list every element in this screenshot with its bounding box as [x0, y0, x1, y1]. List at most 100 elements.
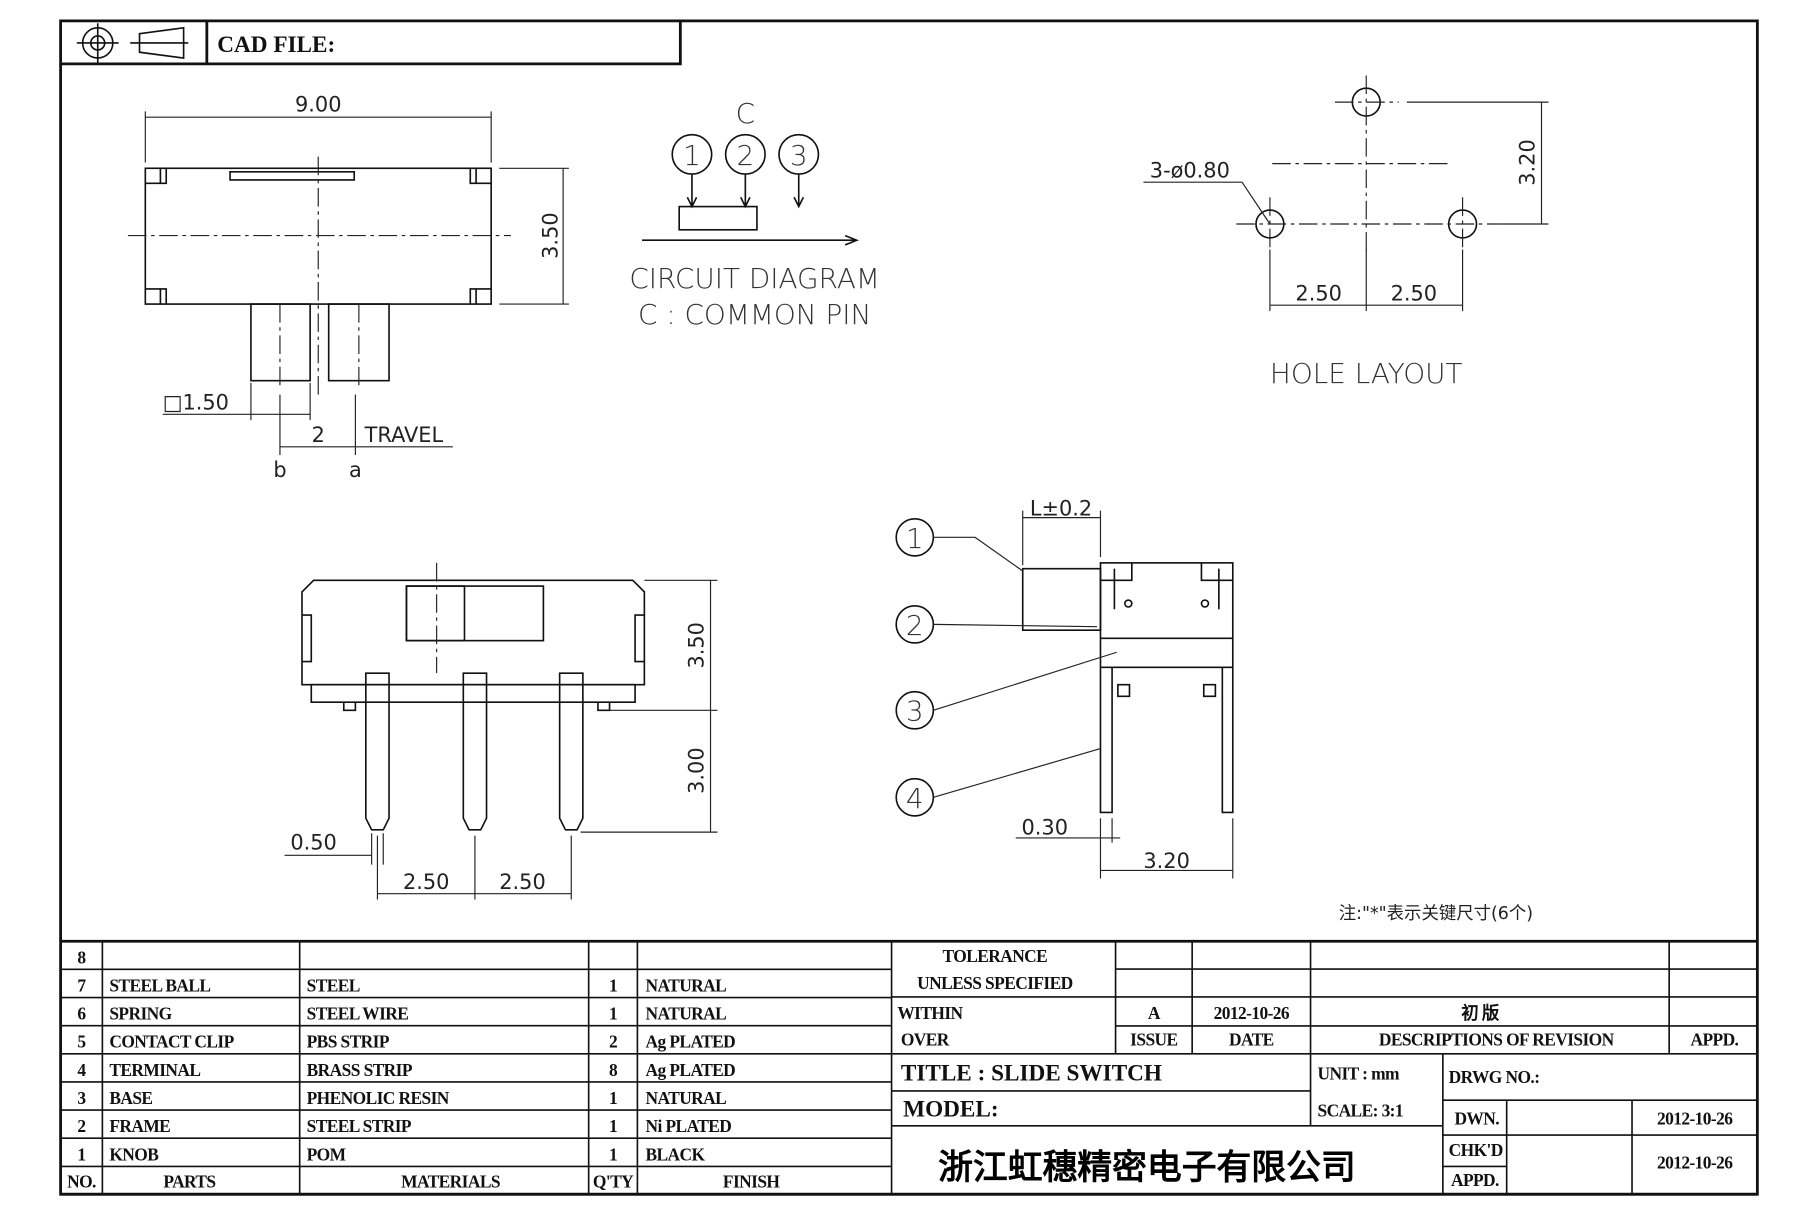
hdr-parts: PARTS [163, 1171, 215, 1191]
body-height-dim: 3.50 [685, 622, 709, 668]
hole-height-dim: 3.20 [1516, 139, 1540, 185]
hdr-qty: Q'TY [593, 1171, 634, 1191]
bom-part-cell: STEEL BALL [109, 975, 210, 995]
pin-thickness-dim: 0.30 [1022, 815, 1068, 839]
unit-label: UNIT : mm [1318, 1063, 1401, 1083]
drawn-label: DWN. [1454, 1109, 1499, 1129]
width-dim: 9.00 [295, 92, 341, 116]
bom-qty-cell: 1 [609, 1144, 617, 1164]
bom-no-cell: 5 [77, 1032, 86, 1052]
hdr-finish: FINISH [723, 1171, 780, 1191]
appd-header: APPD. [1691, 1030, 1739, 1050]
cad-file-label: CAD FILE: [217, 32, 335, 58]
hdr-no: NO. [67, 1171, 96, 1191]
pitch-right-dim: 2.50 [499, 870, 545, 894]
header: CAD FILE: [60, 20, 682, 66]
bom-qty-cell: 1 [609, 1116, 617, 1136]
common-label: C [736, 97, 755, 130]
bom-part-cell: CONTACT CLIP [109, 1032, 234, 1052]
pin-width-dim: 0.50 [290, 831, 336, 855]
bom-no-cell: 1 [77, 1144, 85, 1164]
callout-2: 2 [906, 609, 924, 642]
pin-dim: □1.50 [163, 391, 229, 415]
bom-no-cell: 6 [77, 1004, 86, 1024]
bom-part-cell: KNOB [109, 1144, 159, 1164]
within-label: WITHIN [897, 1003, 963, 1023]
key-dimension-note: 注:"*"表示关键尺寸(6个) [1339, 904, 1533, 924]
knob-length-dim: L±0.2 [1030, 496, 1092, 520]
revision-description: 初 版 [1461, 1003, 1500, 1023]
pin-2: 2 [736, 139, 754, 172]
bom-material-cell: STEEL [307, 975, 360, 995]
checked-date: 2012-10-26 [1657, 1153, 1733, 1173]
bom-part-cell: TERMINAL [109, 1060, 200, 1080]
bom-part-cell: BASE [109, 1088, 152, 1108]
company-name: 浙江虹穗精密电子有限公司 [938, 1147, 1356, 1188]
drawing-title: TITLE : SLIDE SWITCH [901, 1060, 1162, 1086]
issue-date: 2012-10-26 [1214, 1003, 1290, 1023]
hole-dim: 3-ø0.80 [1150, 159, 1230, 183]
bom-material-cell: BRASS STRIP [307, 1060, 413, 1080]
pitch-left-dim: 2.50 [403, 870, 449, 894]
bom-qty-cell: 8 [609, 1060, 618, 1080]
hole-layout-title: HOLE LAYOUT [1270, 357, 1463, 390]
top-view: 9.00 3.50 □1.50 2 TRAVEL b a [127, 92, 569, 482]
bom-qty-cell: 1 [609, 975, 617, 995]
revision-header: DESCRIPTIONS OF REVISION [1379, 1030, 1615, 1050]
checked-label: CHK'D [1449, 1140, 1503, 1160]
travel-label: TRAVEL [364, 423, 444, 447]
issue-value: A [1148, 1003, 1161, 1023]
bom-no-cell: 8 [77, 947, 86, 967]
bom-finish-cell: NATURAL [646, 975, 727, 995]
bom-material-cell: STEEL STRIP [307, 1116, 412, 1136]
callout-3: 3 [906, 695, 924, 728]
bom-no-cell: 2 [77, 1116, 85, 1136]
approved-label: APPD. [1451, 1170, 1499, 1190]
bom-finish-cell: NATURAL [646, 1004, 727, 1024]
pin-3: 3 [790, 139, 808, 172]
bom-qty-cell: 2 [609, 1032, 617, 1052]
position-b: b [273, 458, 286, 482]
bom-qty-cell: 1 [609, 1088, 617, 1108]
over-label: OVER [901, 1030, 950, 1050]
side-view: 1 2 3 4 L±0.2 0.30 3.20 [895, 496, 1234, 879]
bom-finish-cell: BLACK [646, 1144, 706, 1164]
circuit-subtitle: C : COMMON PIN [638, 298, 871, 331]
pin-length-dim: 3.00 [685, 747, 709, 793]
bom-qty-cell: 1 [609, 1004, 617, 1024]
bom-part-cell: SPRING [109, 1004, 172, 1024]
callout-4: 4 [906, 782, 924, 815]
drawing-number-label: DRWG NO.: [1449, 1067, 1540, 1087]
title-block: TOLERANCE UNLESS SPECIFIED WITHIN OVER A… [891, 941, 1758, 1195]
bom-finish-cell: Ag PLATED [646, 1032, 736, 1052]
bom-no-cell: 7 [77, 975, 86, 995]
position-a: a [349, 458, 362, 482]
scale-label: SCALE: 3:1 [1318, 1100, 1404, 1120]
bom-finish-cell: Ag PLATED [646, 1060, 736, 1080]
issue-header: ISSUE [1130, 1030, 1177, 1050]
drawn-date: 2012-10-26 [1657, 1109, 1733, 1129]
third-angle-projection-icon [76, 23, 189, 63]
bom-finish-cell: Ni PLATED [646, 1116, 732, 1136]
bom-material-cell: PHENOLIC RESIN [307, 1088, 450, 1108]
height-dim: 3.50 [538, 212, 562, 258]
travel-dim: 2 [312, 423, 325, 447]
bom-no-cell: 3 [77, 1088, 86, 1108]
circuit-title: CIRCUIT DIAGRAM [629, 262, 880, 295]
bom-finish-cell: NATURAL [646, 1088, 727, 1108]
hdr-materials: MATERIALS [401, 1171, 500, 1191]
callout-1: 1 [906, 522, 924, 555]
hole-pitch-right: 2.50 [1391, 282, 1437, 306]
front-view: 3.50 3.00 0.50 2.50 2.50 [284, 562, 718, 900]
bom-part-cell: FRAME [109, 1116, 170, 1136]
bom-no-cell: 4 [77, 1060, 86, 1080]
tolerance-label: TOLERANCE [943, 946, 1048, 966]
hole-pitch-left: 2.50 [1295, 282, 1341, 306]
circuit-diagram: C 1 2 3 CIRCUIT DIAGRAM C : COMMON PIN [629, 97, 880, 331]
date-header: DATE [1229, 1030, 1274, 1050]
hole-layout: 3-ø0.80 3.20 2.50 2.50 HOLE LAYOUT [1143, 75, 1549, 390]
unless-specified-label: UNLESS SPECIFIED [917, 973, 1073, 993]
model-label: MODEL: [903, 1096, 998, 1122]
